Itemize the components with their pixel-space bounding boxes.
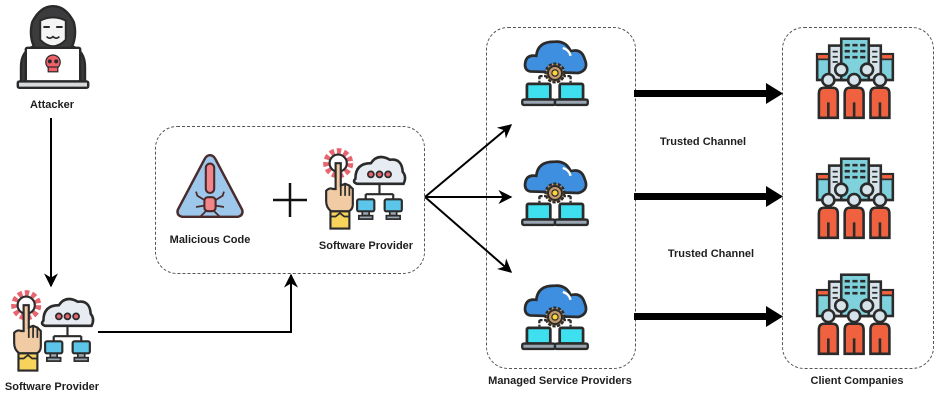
software-provider-icon xyxy=(4,288,100,374)
msp-node-3 xyxy=(516,278,594,356)
msp-node-2 xyxy=(516,154,594,232)
attacker-label: Attacker xyxy=(29,99,75,111)
hacker-icon xyxy=(16,4,90,90)
plus-icon xyxy=(273,183,307,217)
malicious-code-node: Malicious Code xyxy=(160,150,260,250)
attacker-node: Attacker xyxy=(8,2,96,114)
client-companies-container xyxy=(782,27,934,369)
client-company-node-2 xyxy=(812,154,898,246)
bundle-software-provider-node: Software Provider xyxy=(314,146,418,258)
client-companies-label: Client Companies xyxy=(810,375,904,387)
edge-bundle-to-msp-1 xyxy=(424,124,513,198)
trusted-channel-arrow-3 xyxy=(634,306,783,327)
trusted-channel-label-1: Trusted Channel xyxy=(659,136,747,148)
compromised-bundle-container xyxy=(155,126,425,274)
managed-service-providers-label: Managed Service Providers xyxy=(488,375,632,387)
client-company-node-3 xyxy=(812,270,898,362)
edge-software-provider-to-bundle xyxy=(98,273,298,333)
edge-bundle-to-msp-3 xyxy=(424,196,513,273)
trusted-channel-arrow-1 xyxy=(634,83,783,104)
msp-node-1 xyxy=(516,34,594,112)
software-provider-origin-node: Software Provider xyxy=(0,288,104,402)
client-company-node-1 xyxy=(812,34,898,126)
trusted-channel-arrow-2 xyxy=(634,186,783,207)
software-provider-icon xyxy=(319,146,409,232)
software-provider-origin-label: Software Provider xyxy=(4,381,100,393)
bundle-software-provider-label: Software Provider xyxy=(318,240,414,252)
malware-warning-icon xyxy=(176,153,244,219)
trusted-channel-label-2: Trusted Channel xyxy=(667,248,755,260)
malicious-code-label: Malicious Code xyxy=(169,234,251,246)
